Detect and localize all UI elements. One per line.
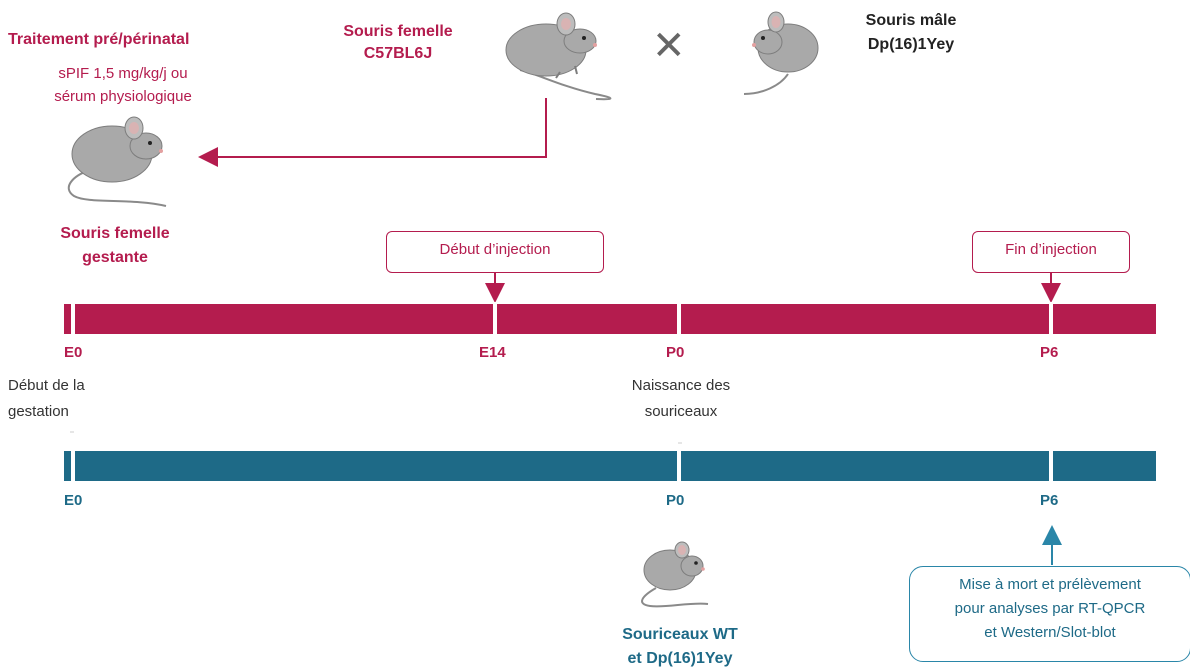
gestation-start-label: Début de la gestation xyxy=(8,373,85,425)
treatment-title: Traitement pré/périnatal xyxy=(8,31,190,48)
tick-label-p6: P6 xyxy=(1040,344,1059,361)
pups-label-line1: Souriceaux WT xyxy=(622,626,738,643)
female-mouse-label: Souris femelle C57BL6J xyxy=(318,21,478,65)
gestation-start-line2: gestation xyxy=(8,403,69,420)
tick-label-e0: E0 xyxy=(64,344,83,361)
birth-label: Naissance des souriceaux xyxy=(598,373,764,425)
timeline-bar-teal xyxy=(64,449,1156,483)
tick-separator-e0 xyxy=(71,302,75,336)
birth-line2: souriceaux xyxy=(644,403,718,420)
tick-label-p0: P0 xyxy=(666,344,685,361)
male-mouse-label-line2: Dp(16)1Yey xyxy=(867,36,955,53)
tick-label-teal-p6: P6 xyxy=(1040,492,1059,509)
tick-label-e14: E14 xyxy=(479,344,506,361)
pups-label-line2: et Dp(16)1Yey xyxy=(627,650,733,667)
mouse-icon-pups xyxy=(641,541,709,608)
mouse-icon-pregnant xyxy=(67,116,167,207)
analysis-line3: et Western/Slot-blot xyxy=(984,624,1116,641)
analysis-line2: pour analyses par RT-QPCR xyxy=(954,600,1146,617)
tick-separator-teal-p6 xyxy=(1049,449,1053,483)
tick-label-teal-p0: P0 xyxy=(666,492,685,509)
cross-icon: ✕ xyxy=(652,24,686,68)
female-mouse-label-line1: Souris femelle xyxy=(343,23,453,40)
pups-label: Souriceaux WT et Dp(16)1Yey xyxy=(590,623,770,671)
timeline-bar-crimson xyxy=(64,302,1156,336)
mouse-icon-male xyxy=(743,11,819,95)
treatment-dose-line1: sPIF 1,5 mg/kg/j ou xyxy=(58,65,188,82)
male-mouse-label: Souris mâle Dp(16)1Yey xyxy=(846,9,976,57)
start-injection-callout: Début d’injection xyxy=(386,231,604,273)
tick-separator-p6 xyxy=(1049,302,1053,336)
gestation-start-line1: Début de la xyxy=(8,377,85,394)
tick-separator-p0 xyxy=(677,302,681,336)
mouse-icon-female xyxy=(505,12,612,101)
tick-separator-e14 xyxy=(493,302,497,336)
treatment-dose-line2: sérum physiologique xyxy=(54,88,192,105)
pregnant-mouse-label: Souris femelle gestante xyxy=(30,222,200,270)
end-injection-callout: Fin d’injection xyxy=(972,231,1130,273)
analysis-line1: Mise à mort et prélèvement xyxy=(959,576,1141,593)
tick-separator-teal-e0 xyxy=(71,449,75,483)
analysis-callout: Mise à mort et prélèvement pour analyses… xyxy=(909,566,1190,662)
female-mouse-label-line2: C57BL6J xyxy=(363,45,433,62)
pregnant-mouse-label-line2: gestante xyxy=(82,249,148,266)
tick-separator-teal-p0 xyxy=(677,449,681,483)
pregnant-mouse-label-line1: Souris femelle xyxy=(60,225,170,242)
tick-label-teal-e0: E0 xyxy=(64,492,83,509)
birth-line1: Naissance des xyxy=(631,377,731,394)
arrow-female-to-treatment xyxy=(198,98,547,167)
male-mouse-label-line1: Souris mâle xyxy=(865,12,957,29)
